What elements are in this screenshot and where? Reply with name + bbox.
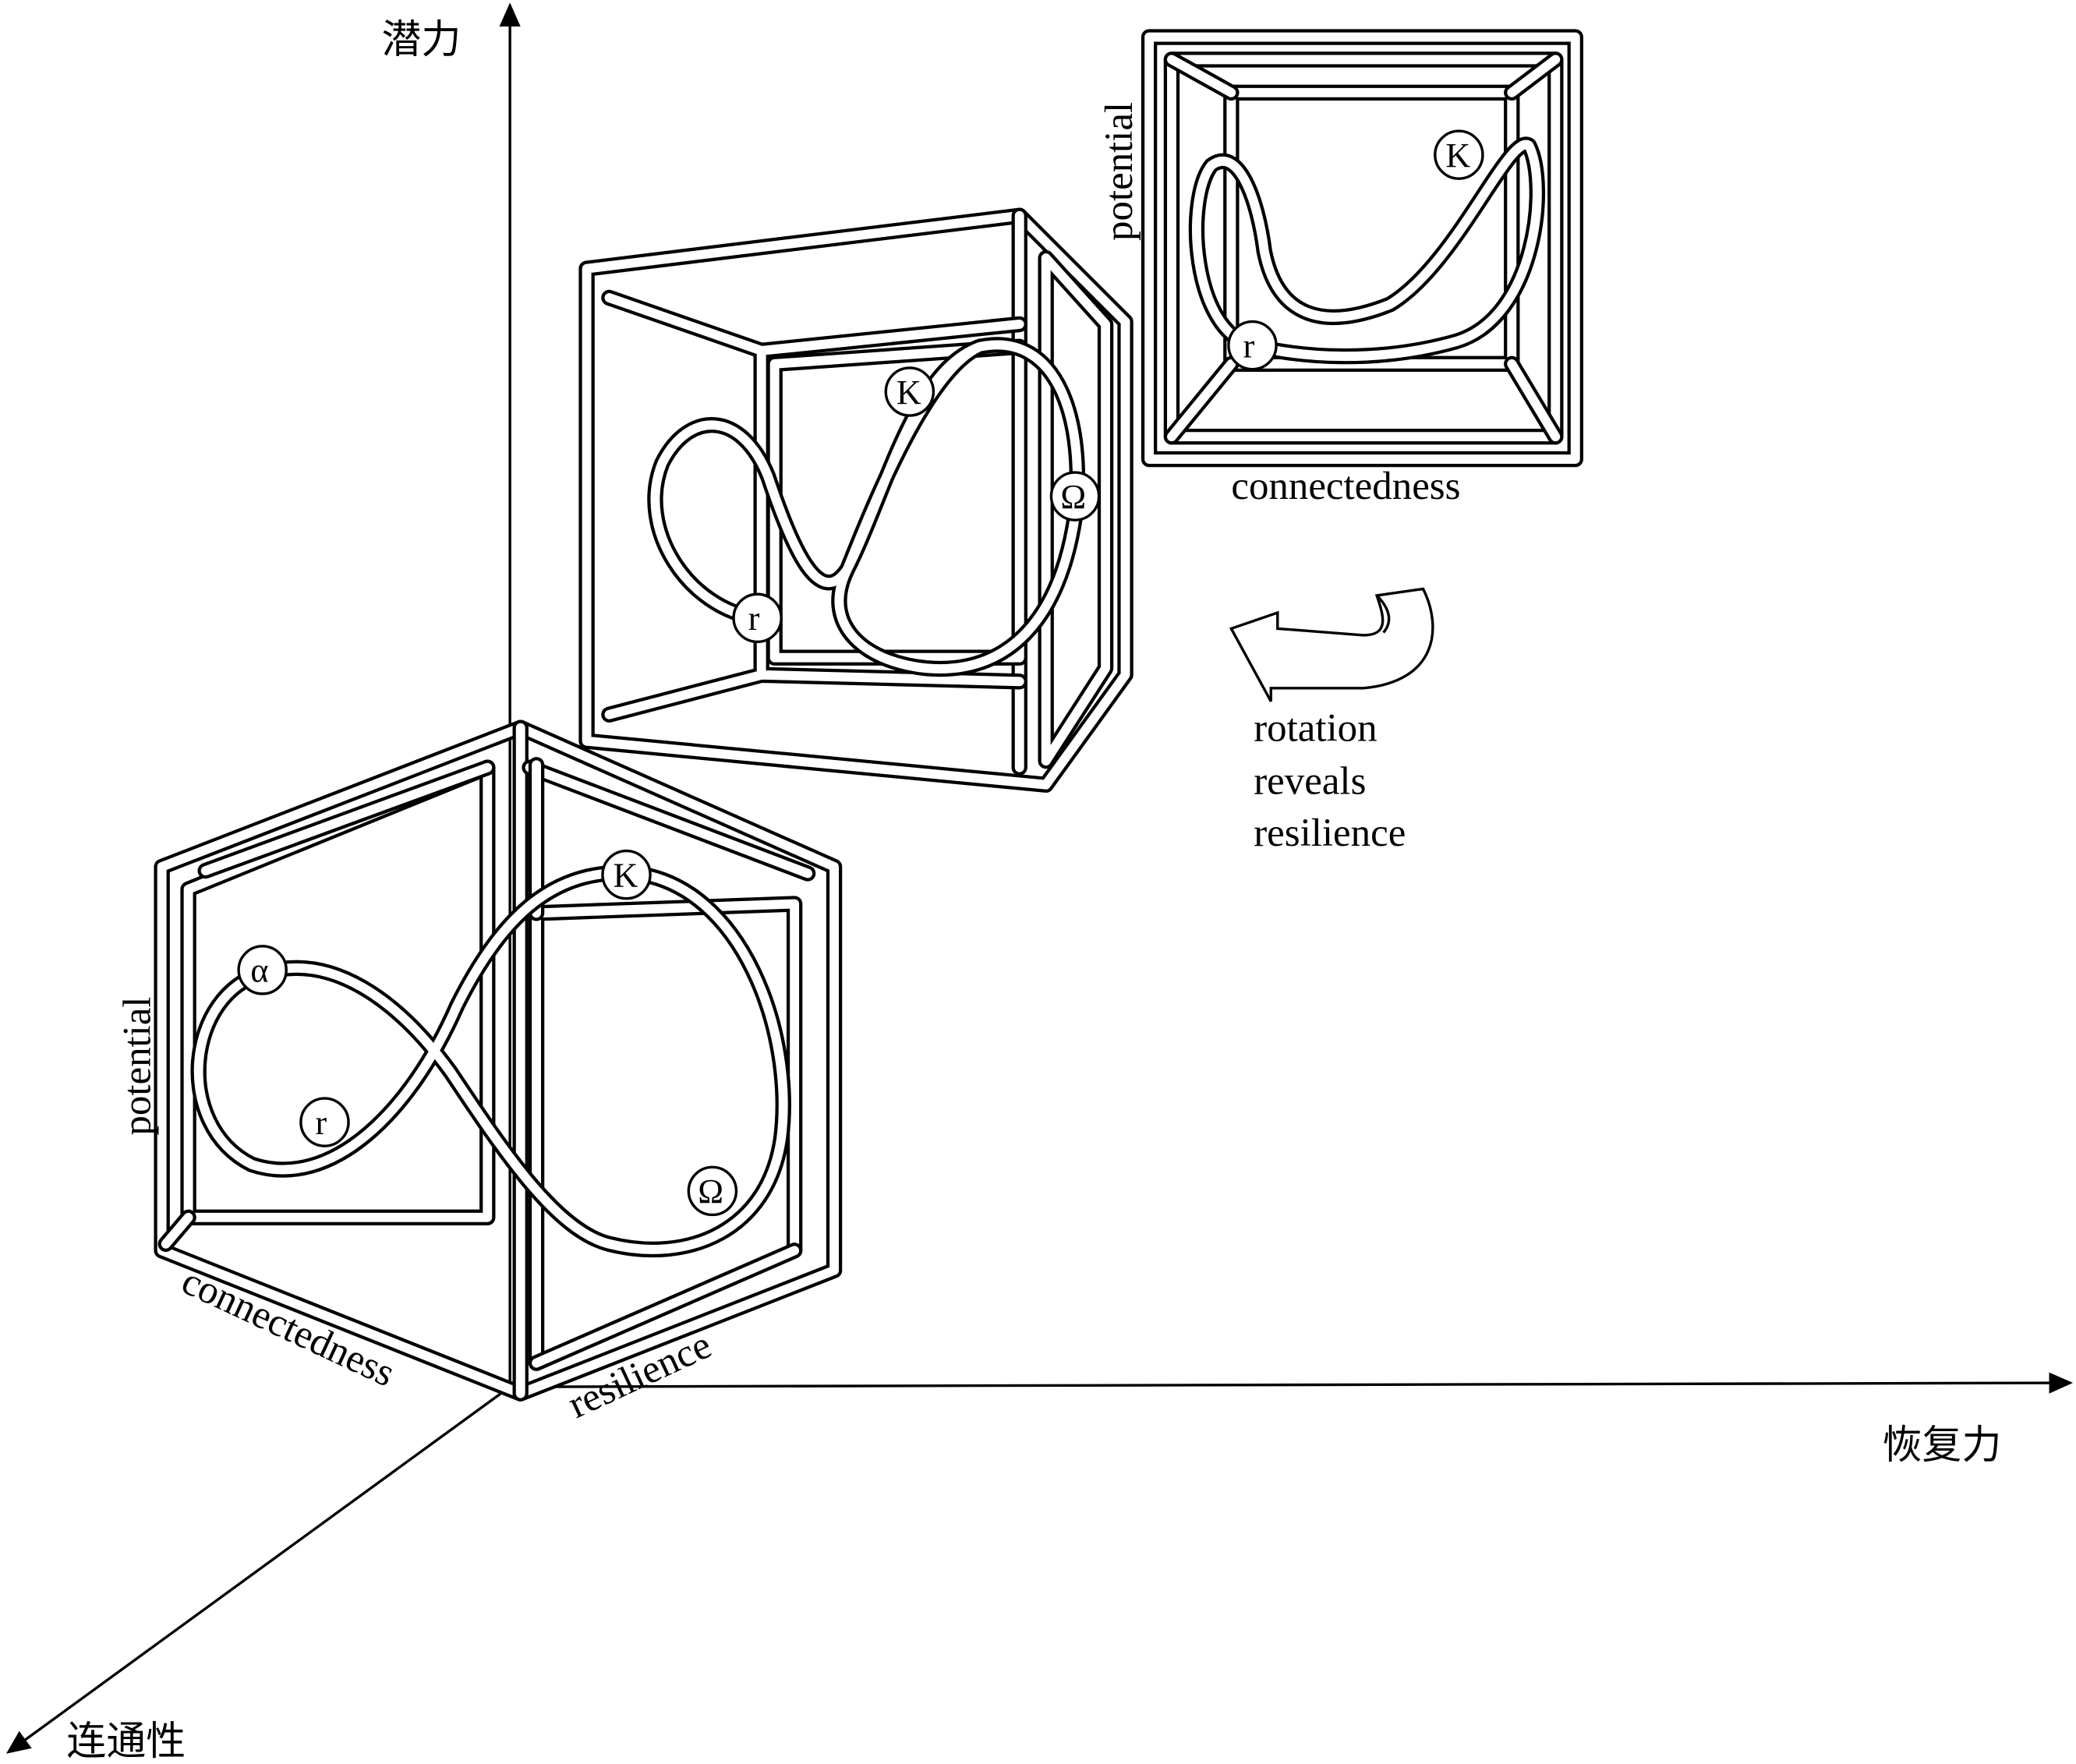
- frame-edge: [1167, 55, 1561, 442]
- front-potential-label: potential: [115, 996, 159, 1135]
- connectedness-axis: [5, 1385, 511, 1754]
- connectedness-axis-label: 连通性: [66, 1719, 186, 1764]
- front-cube: α r K Ω potential connectedness resilien…: [115, 719, 843, 1427]
- svg-text:reveals: reveals: [1254, 760, 1366, 804]
- frame-edge: [769, 341, 1024, 663]
- r-node: r: [316, 1104, 327, 1142]
- frame-edge: [161, 1212, 800, 1368]
- rotation-note: rotation reveals resilience: [1254, 707, 1406, 855]
- front-ribbon: [193, 868, 788, 1254]
- frame-edge-outline: [197, 759, 816, 1371]
- r-node: r: [1243, 327, 1255, 365]
- r-node: r: [748, 599, 760, 638]
- omega-node: Ω: [1060, 478, 1086, 516]
- k-node: K: [614, 856, 638, 894]
- middle-ribbon: [650, 340, 1082, 673]
- node-circle: [1434, 129, 1484, 180]
- axes: 潜力 恢复力 连通性: [5, 2, 2074, 1764]
- back-connectedness-label: connectedness: [1231, 465, 1460, 508]
- omega-node: Ω: [698, 1172, 723, 1211]
- back-cube: K r potential connectedness: [1098, 29, 1583, 508]
- node-circle: [1049, 471, 1101, 521]
- potential-axis-label: 潜力: [381, 17, 461, 63]
- svg-text:rotation: rotation: [1254, 707, 1377, 751]
- resilience-axis: [510, 1372, 2074, 1394]
- node-circle: [1227, 320, 1278, 371]
- alpha-node: α: [250, 952, 268, 990]
- svg-text:resilience: resilience: [1254, 811, 1406, 855]
- middle-cube: r K Ω: [578, 207, 1133, 793]
- k-node: K: [1445, 136, 1470, 175]
- node-circle: [732, 592, 783, 644]
- k-node: K: [897, 373, 921, 412]
- back-ribbon: [1192, 140, 1542, 362]
- node-circle: [884, 366, 935, 417]
- node-circle: [299, 1097, 350, 1147]
- back-potential-label: potential: [1098, 102, 1141, 241]
- node-circle: [687, 1165, 738, 1217]
- resilience-axis-label: 恢复力: [1883, 1423, 2002, 1469]
- frame-edge: [1144, 32, 1580, 465]
- rotation-arrow-icon: [1229, 587, 1434, 702]
- node-circle: [601, 849, 652, 900]
- frame-edge: [200, 762, 813, 1368]
- node-circle: [237, 945, 288, 995]
